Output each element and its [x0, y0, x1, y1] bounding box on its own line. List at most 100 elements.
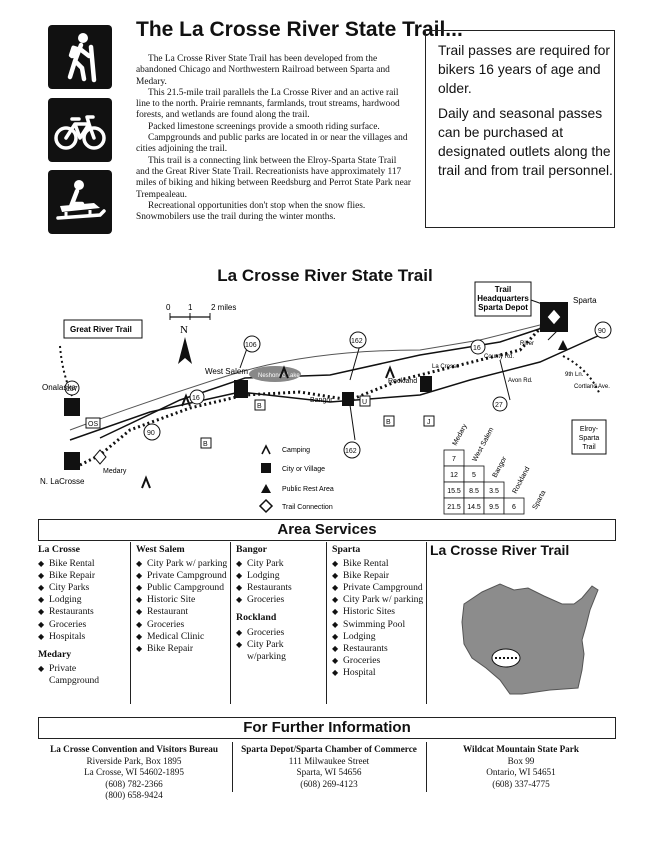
legend-connection: Trail Connection: [282, 504, 333, 511]
lake-label: Neshonoc Lake: [258, 373, 300, 379]
contact-wildcat: Wildcat Mountain State Park Box 99 Ontar…: [428, 744, 614, 790]
town-heading: West Salem: [136, 544, 185, 555]
service-item: City Park w/ parking: [136, 558, 228, 570]
route-90-label: 90: [598, 328, 606, 335]
contact-line: (608) 337-4775: [492, 778, 550, 789]
great-river-box: [63, 319, 143, 339]
route-16-label: 16: [473, 345, 481, 352]
trail-pass-notice: Trail passes are required for bikers 16 …: [425, 30, 615, 228]
north-label: N: [180, 324, 188, 336]
service-item: Private Campground: [136, 570, 228, 582]
city-marker-onalaska: [64, 398, 80, 416]
divider: [426, 742, 427, 792]
pass-requirement: Trail passes are required for bikers 16 …: [438, 43, 611, 96]
contact-line: (800) 658-9424: [105, 790, 163, 801]
contact-sparta: Sparta Depot/Sparta Chamber of Commerce …: [234, 744, 424, 790]
town-heading: La Crosse: [38, 544, 81, 555]
service-item: Private Campground: [38, 663, 128, 687]
highway-16: [99, 321, 561, 439]
headquarters-box: [474, 281, 532, 317]
further-info-header: For Further Information: [38, 717, 616, 739]
service-item: Bike Repair: [38, 570, 128, 582]
route-162-label: 162: [345, 448, 357, 455]
hq-label-2: Headquarters: [477, 294, 529, 303]
great-river-label: Great River Trail: [70, 325, 132, 334]
map-legend: Camping City or Village Public Rest Area…: [258, 444, 334, 514]
divider: [230, 542, 231, 704]
divider: [232, 742, 233, 792]
services-col-la-crosse: La Crosse Bike RentalBike RepairCity Par…: [38, 544, 128, 693]
scale-label-0: 0: [166, 303, 171, 312]
route-162-label: 162: [351, 338, 363, 345]
city-marker-n-lacrosse: [64, 452, 80, 470]
wisconsin-map: [461, 583, 599, 695]
trail-location-marker: [491, 648, 521, 668]
town-la-crosse: La Crosse: [432, 364, 460, 370]
service-item: City Park w/ parking: [332, 594, 424, 606]
scale-label-2: 2 miles: [211, 303, 236, 312]
state-outline: [461, 583, 599, 695]
service-item: City Park w/parking: [236, 639, 324, 663]
contact-line: La Crosse, WI 54602-1895: [84, 767, 184, 778]
bicycle-icon: [48, 98, 112, 162]
elroy-label-2: Sparta: [579, 435, 600, 442]
intro-text: The La Crosse River State Trail has been…: [136, 54, 412, 223]
contact-line: 111 Milwaukee Street: [288, 755, 370, 766]
intro-paragraph: The La Crosse River State Trail has been…: [136, 54, 390, 87]
route-157-label: 157: [66, 386, 78, 393]
legend-city: City or Village: [282, 466, 325, 473]
service-item: Hospitals: [38, 631, 128, 643]
distance-header: Sparta: [532, 489, 548, 511]
distance-value: 15.5: [447, 488, 461, 495]
city-marker-west-salem: [234, 380, 248, 398]
trail-connection-icon: [93, 449, 107, 465]
hq-label-3: Sparta Depot: [478, 303, 528, 312]
hiker-icon: [48, 25, 112, 89]
service-item: Medical Clinic: [136, 631, 228, 643]
contact-line: Sparta, WI 54656: [296, 767, 362, 778]
town-heading: Rockland: [236, 612, 277, 624]
north-arrow-icon: N: [178, 324, 192, 364]
town-west-salem: West Salem: [205, 367, 248, 376]
service-item: Lodging: [236, 570, 324, 582]
town-rockland: Rockland: [388, 378, 417, 385]
service-item: Bike Repair: [136, 643, 228, 655]
distance-header: Bangor: [492, 455, 509, 479]
contact-line: Ontario, WI 54651: [486, 767, 556, 778]
route-b-label: B: [257, 403, 262, 410]
distance-header: West Salem: [472, 426, 496, 463]
city-icon: [261, 463, 271, 473]
service-list: Private Campground: [38, 663, 128, 687]
contact-org: Sparta Depot/Sparta Chamber of Commerce: [241, 744, 417, 754]
divider: [326, 542, 327, 704]
route-90-label: 90: [147, 430, 155, 437]
road-ninth: 9th Ln.: [565, 372, 584, 378]
hq-label-1: Trail: [495, 285, 511, 294]
distance-value: 5: [472, 472, 476, 479]
service-item: Groceries: [236, 627, 324, 639]
camping-icon: [141, 475, 151, 489]
city-marker-bangor: [342, 392, 354, 406]
distance-value: 3.5: [489, 488, 499, 495]
service-item: Groceries: [136, 619, 228, 631]
services-col-bangor: Bangor City ParkLodgingRestaurantsGrocer…: [236, 544, 324, 669]
service-item: Historic Sites: [332, 606, 424, 618]
intro-paragraph: This trail is a connecting link between …: [136, 155, 412, 200]
service-item: Hospital: [332, 667, 424, 679]
town-onalaska: Onalaska: [42, 383, 76, 392]
service-list: GroceriesCity Park w/parking: [236, 627, 324, 663]
camping-icon: [279, 365, 289, 379]
camping-icon: [181, 393, 191, 407]
service-item: Lodging: [332, 631, 424, 643]
town-medary: Medary: [103, 468, 127, 475]
intro-paragraph: This 21.5-mile trail parallels the La Cr…: [136, 87, 400, 121]
camping-icon: [385, 365, 395, 379]
service-list: City ParkLodgingRestaurantsGroceries: [236, 558, 324, 606]
town-n-lacrosse: N. LaCrosse: [40, 477, 85, 486]
divider: [130, 542, 131, 704]
route-27-label: 27: [495, 402, 503, 409]
legend-camping: Camping: [282, 447, 310, 454]
distance-cell: [503, 497, 525, 515]
service-item: City Park: [236, 558, 324, 570]
